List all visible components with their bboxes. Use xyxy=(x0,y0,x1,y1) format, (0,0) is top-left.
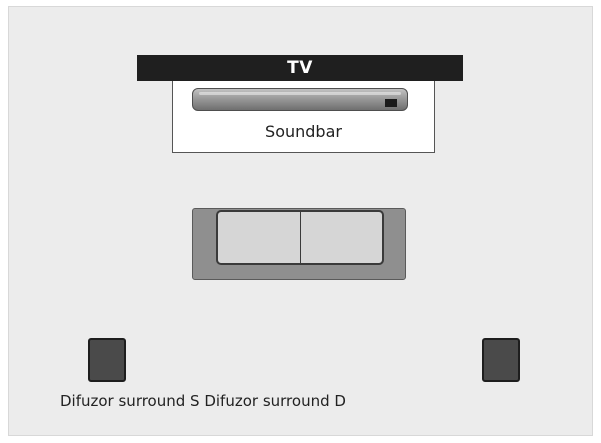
soundbar-label: Soundbar xyxy=(265,122,342,141)
surround-speaker-left-label: Difuzor surround S xyxy=(60,392,200,410)
room-diagram: TV Soundbar Difuzor surround S Difuzor s… xyxy=(8,6,593,436)
sofa-seat-cushions xyxy=(216,210,384,265)
surround-speaker-right-icon xyxy=(482,338,520,382)
sofa-icon xyxy=(192,208,406,280)
soundbar-icon xyxy=(192,88,408,111)
surround-speaker-right-label: Difuzor surround D xyxy=(204,392,346,410)
speaker-labels: Difuzor surround S Difuzor surround D xyxy=(60,392,346,410)
soundbar-panel: Soundbar xyxy=(172,81,435,153)
surround-speaker-left-icon xyxy=(88,338,126,382)
tv-label: TV xyxy=(137,55,463,81)
soundbar-display-icon xyxy=(385,99,397,107)
cushion-divider xyxy=(300,212,301,263)
